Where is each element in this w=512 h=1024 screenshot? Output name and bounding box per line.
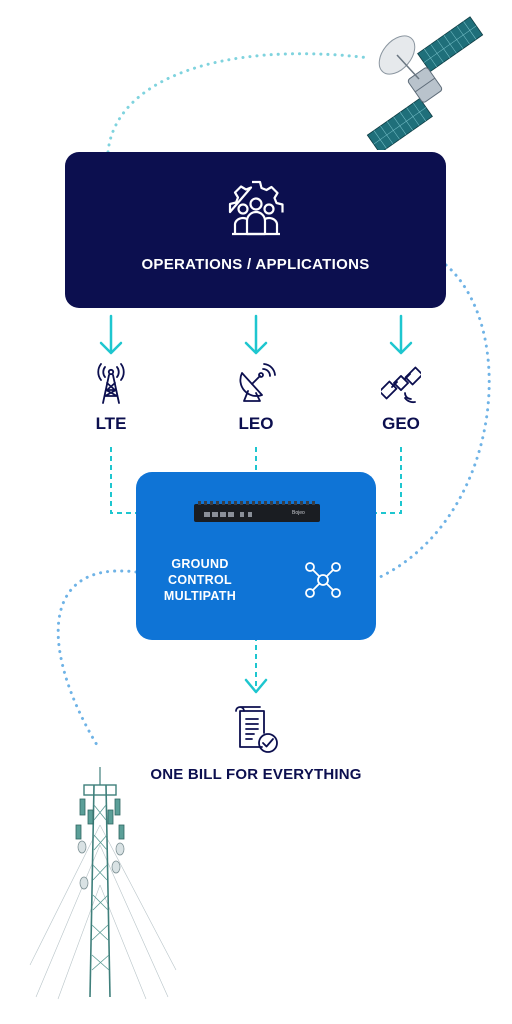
leo-label: LEO bbox=[238, 414, 274, 433]
ground-control-box: GROUND CONTROL MULTIPATH bbox=[136, 472, 376, 640]
lte-label: LTE bbox=[95, 414, 127, 433]
operations-label: OPERATIONS / APPLICATIONS bbox=[141, 256, 370, 273]
satellite-image bbox=[366, 16, 484, 150]
cell-tower-image bbox=[29, 767, 177, 1000]
operations-box: OPERATIONS / APPLICATIONS bbox=[65, 152, 446, 308]
router-brand: Bojeo bbox=[292, 510, 305, 516]
ground-control-label: GROUND CONTROL MULTIPATH bbox=[152, 556, 248, 604]
satellite-link-arc bbox=[106, 52, 372, 154]
router-to-bill-arrow bbox=[244, 678, 268, 694]
ops-to-networks-arrows bbox=[99, 314, 413, 355]
ground-control-line-1: GROUND bbox=[171, 557, 229, 571]
bill-label: ONE BILL FOR EVERYTHING bbox=[150, 766, 362, 783]
right-link-arc bbox=[376, 263, 491, 580]
ground-control-line-2: CONTROL bbox=[168, 573, 232, 587]
invoice-check-icon bbox=[235, 706, 278, 753]
tower-link-arc bbox=[56, 569, 138, 747]
network-mesh-icon bbox=[305, 562, 341, 598]
router-device: Bojeo bbox=[194, 501, 320, 522]
geo-label: GEO bbox=[382, 414, 420, 433]
cell-tower-icon bbox=[97, 363, 125, 404]
operations-gear-team-icon bbox=[228, 180, 284, 236]
ground-control-line-3: MULTIPATH bbox=[163, 589, 237, 603]
satellite-icon bbox=[381, 366, 421, 404]
satellite-dish-icon bbox=[239, 363, 276, 402]
